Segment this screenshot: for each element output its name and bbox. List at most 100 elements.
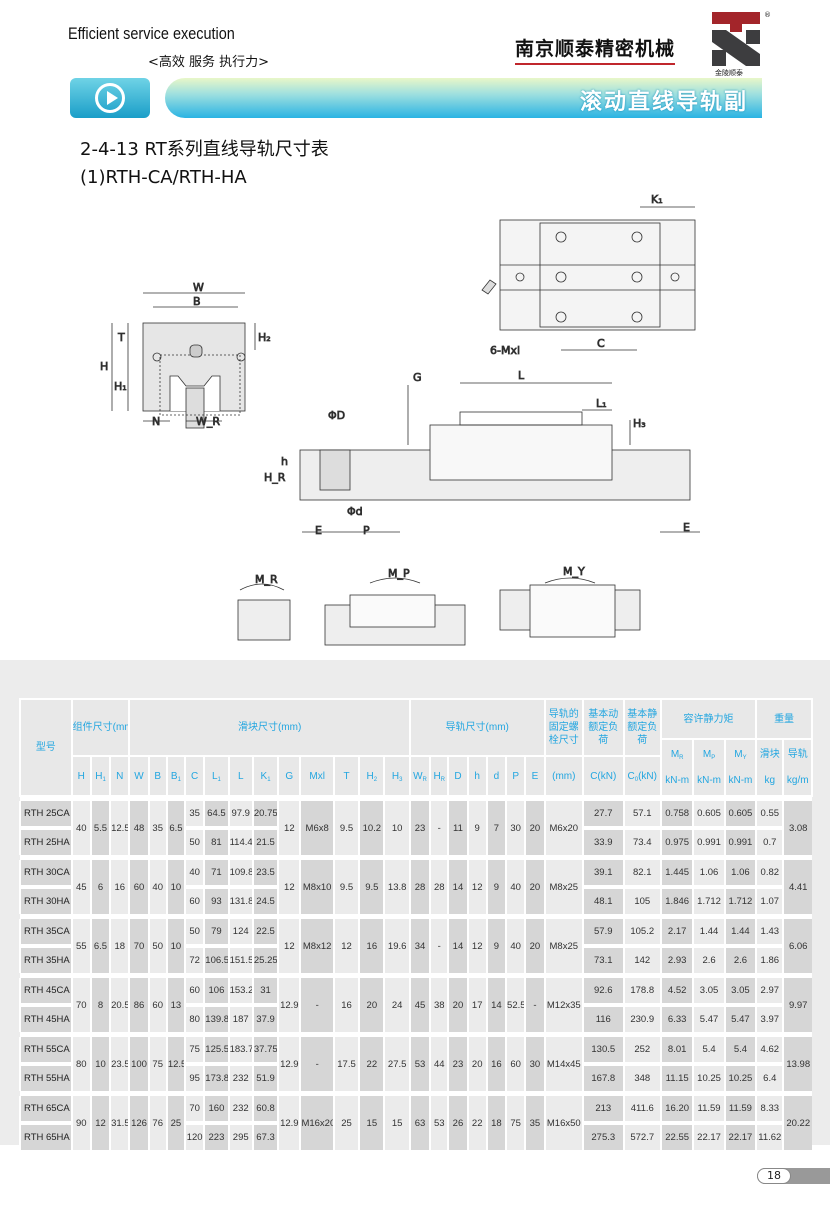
- cell-model: RTH 25CA: [19, 801, 72, 830]
- cell-rail_kg: 20.22: [782, 1096, 812, 1150]
- cell-mxl: -: [299, 1037, 334, 1091]
- header-symbol: C0(kN): [622, 755, 662, 797]
- cell-l1: 223: [203, 1123, 229, 1150]
- cell-cdyn: 57.9: [582, 919, 624, 948]
- cell-l: 295: [227, 1123, 253, 1150]
- cell-c0: 105.2: [622, 919, 661, 948]
- cell-hr: 53: [429, 1096, 449, 1150]
- cell-mr: 22.55: [659, 1123, 694, 1150]
- header-symbol: D: [447, 755, 469, 797]
- cell-c: 120: [184, 1123, 205, 1150]
- cell-bolt: M12x35: [543, 978, 584, 1032]
- cell-l: 183.7: [227, 1037, 253, 1066]
- cell-rail_kg: 6.06: [782, 919, 812, 973]
- cell-g: 12: [277, 919, 301, 973]
- cell-l: 187: [227, 1005, 253, 1032]
- cell-k1: 31: [251, 978, 279, 1007]
- cell-k1: 67.3: [251, 1123, 279, 1150]
- side-view-drawing: G L L₁ H₃ ΦD h H_R Φd E P E: [264, 369, 700, 537]
- cell-h1: 10: [89, 1037, 111, 1091]
- cell-e: 20: [524, 919, 545, 973]
- cell-e: 35: [524, 1096, 545, 1150]
- cell-b1: 10: [165, 919, 186, 973]
- cell-my: 2.6: [723, 946, 757, 973]
- cell-kg: 1.07: [755, 887, 784, 914]
- header-symbol: L1: [203, 755, 230, 797]
- cell-mxl: M8x12: [299, 919, 334, 973]
- cell-l1: 93: [203, 887, 229, 914]
- cell-my: 5.4: [723, 1037, 757, 1066]
- cell-h: 55: [70, 919, 91, 973]
- cell-rail_kg: 3.08: [782, 801, 812, 855]
- cell-c0: 348: [622, 1064, 661, 1091]
- header-symbol: H: [70, 755, 92, 797]
- cell-c0: 57.1: [622, 801, 661, 830]
- play-button[interactable]: [70, 78, 150, 118]
- cell-cdyn: 92.6: [582, 978, 624, 1007]
- cell-n: 20.5: [109, 978, 130, 1032]
- cell-h3: 13.8: [383, 860, 410, 914]
- cell-l: 151.5: [227, 946, 253, 973]
- cell-g: 12.9: [277, 1096, 301, 1150]
- svg-text:E: E: [315, 524, 322, 537]
- svg-text:T: T: [117, 331, 125, 344]
- cell-h: 20: [466, 1037, 487, 1091]
- cell-c: 72: [184, 946, 205, 973]
- cell-g: 12.9: [277, 1037, 301, 1091]
- cell-hr: 38: [429, 978, 449, 1032]
- cell-model: RTH 55CA: [19, 1037, 72, 1066]
- cell-g: 12.9: [277, 978, 301, 1032]
- cell-l: 153.2: [227, 978, 253, 1007]
- cell-kg: 1.43: [755, 919, 784, 948]
- cell-l1: 139.8: [203, 1005, 229, 1032]
- cell-l1: 106.5: [203, 946, 229, 973]
- header-symbol: h: [466, 755, 488, 797]
- cell-l1: 160: [203, 1096, 229, 1125]
- cell-model: RTH 45CA: [19, 978, 72, 1007]
- cell-h2: 9.5: [358, 860, 385, 914]
- cell-l: 131.8: [227, 887, 253, 914]
- cell-k1: 21.5: [251, 828, 279, 855]
- cell-l1: 125.5: [203, 1037, 229, 1066]
- company-logo: ® 金陵顺泰: [712, 10, 772, 77]
- cell-wr: 28: [408, 860, 431, 914]
- header-model: 型号: [19, 698, 73, 797]
- cell-wr: 53: [408, 1037, 431, 1091]
- cell-model: RTH 65HA: [19, 1123, 72, 1150]
- cell-g: 12: [277, 801, 301, 855]
- cell-c: 50: [184, 828, 205, 855]
- cell-d: 18: [485, 1096, 507, 1150]
- cell-mr: 0.758: [659, 801, 694, 830]
- cell-cdyn: 48.1: [582, 887, 624, 914]
- cell-h1: 6: [89, 860, 111, 914]
- cell-cdyn: 130.5: [582, 1037, 624, 1066]
- header-symbol: E: [524, 755, 546, 797]
- cell-b1: 6.5: [165, 801, 186, 855]
- cell-d: 14: [447, 860, 468, 914]
- cell-b1: 12.5: [165, 1037, 186, 1091]
- cell-my: 0.991: [723, 828, 757, 855]
- category-banner: 滚动直线导轨副: [165, 78, 762, 118]
- cell-t: 12: [332, 919, 360, 973]
- cell-h: 90: [70, 1096, 91, 1150]
- page-number-tab: 18: [757, 1168, 830, 1184]
- svg-text:C: C: [597, 337, 605, 350]
- cell-mr: 6.33: [659, 1005, 694, 1032]
- company-name: 南京顺泰精密机械: [515, 34, 676, 65]
- cell-model: RTH 65CA: [19, 1096, 72, 1125]
- cell-l1: 81: [203, 828, 229, 855]
- technical-drawings: W B T H H₁ N W_R H₂ K₁ C 6-Mxl G L L₁ H₃…: [100, 193, 700, 646]
- cell-c0: 73.4: [622, 828, 661, 855]
- cell-mr: 2.93: [659, 946, 694, 973]
- cell-cdyn: 73.1: [582, 946, 624, 973]
- cell-mxl: M16x20: [299, 1096, 334, 1150]
- header-symbol: C(kN): [582, 755, 625, 797]
- cell-l: 109.8: [227, 860, 253, 889]
- svg-text:M_R: M_R: [255, 573, 278, 586]
